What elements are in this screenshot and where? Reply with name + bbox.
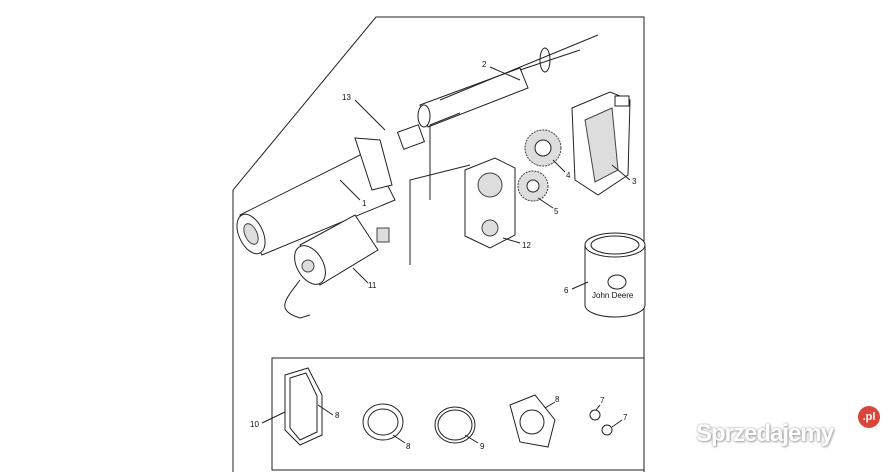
callout-9: 9 [480,442,485,451]
part-kit-seal-b [601,424,613,436]
callout-2: 2 [482,60,487,69]
callout-8a: 8 [335,411,340,420]
watermark-tld-badge: .pl [858,406,880,428]
part-kit-plate-gasket [509,394,556,448]
part-gear-small [517,170,549,202]
callout-10: 10 [250,420,259,429]
callout-8b: 8 [406,442,411,451]
part-gear-large [524,129,562,167]
kit-box [271,357,645,471]
part-kit-seal-a [589,409,601,421]
callout-12: 12 [522,241,531,250]
part-kit-oring [434,406,476,444]
part-gear-cover [464,157,516,249]
part-kit-gasket [284,367,323,446]
diagram-frame [232,16,645,472]
part-motor [284,214,390,319]
part-gear-housing [571,91,631,196]
watermark-brand: Sprzedajemy [696,420,834,447]
callout-5: 5 [554,207,559,216]
callout-11: 11 [368,281,377,290]
callout-8c: 8 [555,395,560,404]
callout-1: 1 [362,199,367,208]
part-outer-tube [236,137,396,256]
part-kit-washer [362,403,404,441]
part-grease-can [584,232,646,318]
callout-6: 6 [564,286,569,295]
part-inner-tube [396,34,599,150]
callout-4: 4 [566,171,571,180]
callout-7b: 7 [623,413,628,422]
callout-3: 3 [632,177,637,186]
callout-13: 13 [342,93,351,102]
callout-7a: 7 [600,396,605,405]
can-logo-text: John Deere [592,291,634,300]
